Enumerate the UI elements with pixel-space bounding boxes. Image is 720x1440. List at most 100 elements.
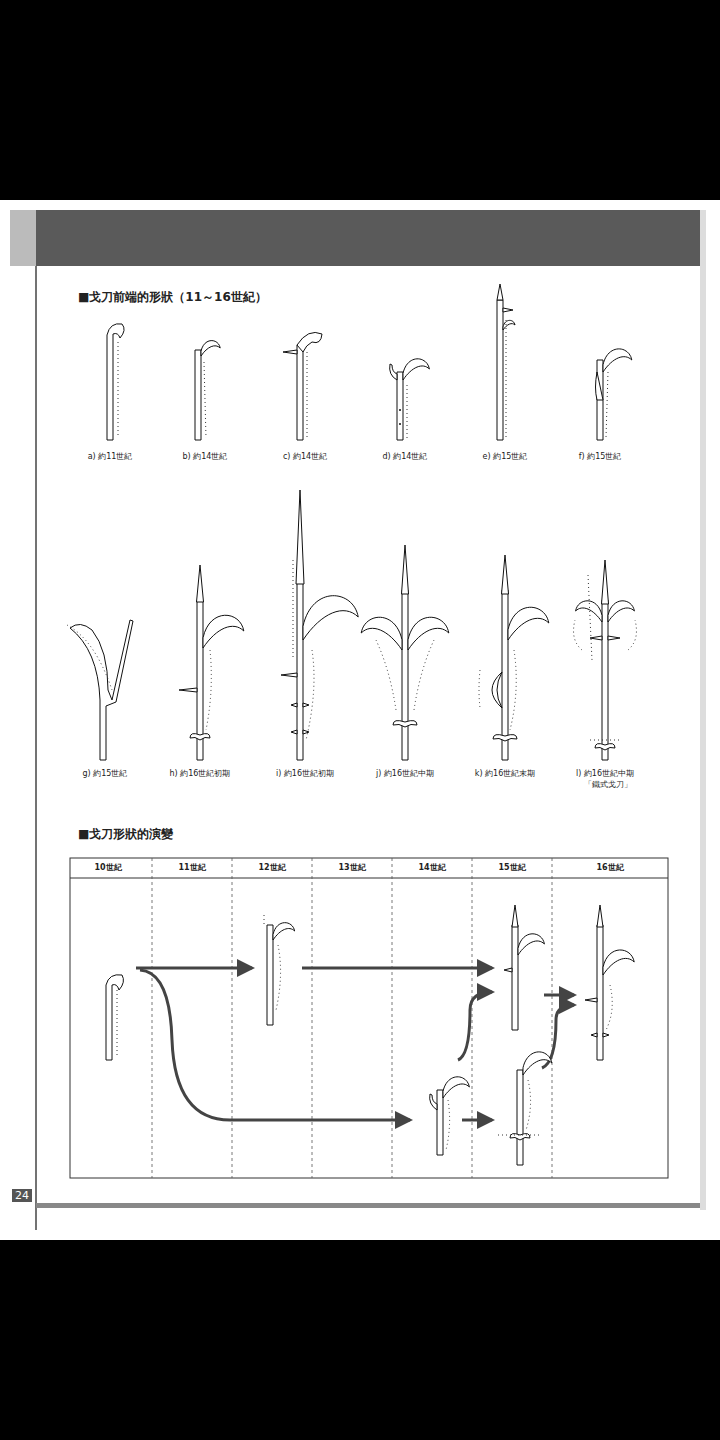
weapon-outline (596, 372, 604, 400)
prong (590, 636, 602, 640)
edge-dots (590, 740, 620, 741)
edge-dots (118, 342, 119, 438)
spike (512, 905, 518, 927)
prong (291, 703, 297, 707)
rivet (399, 423, 401, 425)
hook (273, 923, 295, 940)
column-header: 12世紀 (258, 863, 285, 873)
section-title: ■戈刀前端的形狀（11～16世紀） (78, 290, 267, 304)
caption: a) 約11世紀 (88, 452, 133, 462)
guard (393, 721, 417, 727)
prong (281, 673, 297, 677)
prong (603, 1033, 609, 1037)
edge-dots (606, 985, 612, 1030)
prong (585, 998, 597, 1002)
guard (190, 734, 210, 740)
edge-dots (306, 650, 314, 740)
caption: h) 約16世紀初期 (170, 769, 231, 779)
edge-dots (117, 990, 118, 1055)
hook (201, 341, 220, 356)
hook (403, 359, 429, 380)
hook (576, 601, 602, 622)
caption: l) 約16世紀中期 (576, 769, 634, 779)
edge-dots (204, 362, 206, 438)
edge-dots (414, 640, 434, 710)
column-header: 11世紀 (178, 863, 205, 873)
edge-dots (479, 670, 480, 708)
caption: f) 約15世紀 (579, 452, 622, 462)
hook (503, 320, 515, 330)
edge-dots (510, 650, 516, 730)
guard (595, 744, 615, 750)
hook (408, 617, 449, 650)
prong (608, 636, 620, 640)
edge-dots (574, 620, 582, 650)
hook (361, 617, 402, 650)
shaft (267, 925, 273, 1025)
caption: j) 約16世紀中期 (376, 769, 434, 779)
caption: 「鐵式戈刀」 (584, 780, 632, 790)
hook (303, 596, 358, 640)
edge-dots (628, 620, 636, 650)
edge-dots (446, 1100, 450, 1150)
hook (603, 349, 632, 372)
shaft (517, 1070, 523, 1165)
edge-dots (293, 560, 294, 660)
spike (296, 490, 304, 584)
edge-dots (526, 1080, 531, 1130)
edge-dots (264, 915, 265, 925)
shaft (297, 345, 303, 440)
shaft (195, 350, 201, 440)
prong (303, 703, 309, 707)
shaft (397, 372, 403, 440)
edge-dots (498, 1135, 542, 1136)
shaft (437, 1090, 443, 1155)
edge-dots (206, 650, 211, 730)
edge-dots (307, 352, 308, 438)
hook (603, 950, 634, 975)
guard (493, 735, 517, 741)
column-header: 10世紀 (94, 863, 121, 873)
caption: k) 約16世紀末期 (475, 769, 535, 779)
shaft (297, 580, 303, 760)
crescent (492, 672, 502, 708)
shaft (512, 925, 518, 1030)
spike (502, 555, 509, 594)
page-number: 24 (12, 1189, 32, 1202)
weapon-outline (70, 620, 133, 760)
spike (597, 905, 603, 927)
caption: g) 約15世紀 (83, 769, 128, 779)
spike (602, 560, 609, 604)
prong (283, 350, 297, 354)
column-header: 15世紀 (498, 863, 525, 873)
hook (203, 615, 244, 648)
shaft (497, 300, 503, 440)
prong (591, 1033, 597, 1037)
weapon-outline (107, 324, 124, 440)
edge-dots (588, 575, 592, 660)
column-header: 14世紀 (418, 863, 445, 873)
edge-dots (276, 945, 281, 1010)
rivet (399, 409, 401, 411)
hook (508, 607, 549, 640)
edge-dots (407, 385, 408, 438)
hook (518, 934, 544, 955)
weapon-outline (297, 332, 322, 352)
hook (608, 601, 634, 622)
weapon-outline (390, 364, 397, 380)
shaft (402, 590, 408, 760)
prong (179, 688, 197, 692)
edge-dots (506, 320, 507, 438)
column-header: 16世紀 (596, 863, 623, 873)
caption: c) 約14世紀 (283, 452, 327, 462)
spike (197, 565, 204, 602)
weapon-outline (106, 975, 123, 1060)
weapon-outline (430, 1094, 437, 1110)
caption: d) 約14世紀 (383, 452, 428, 462)
edge-dots (606, 372, 608, 438)
edge-dots (67, 625, 112, 690)
shaft (502, 590, 508, 760)
hook (523, 1052, 552, 1075)
section-title: ■戈刀形狀的演變 (78, 827, 173, 841)
